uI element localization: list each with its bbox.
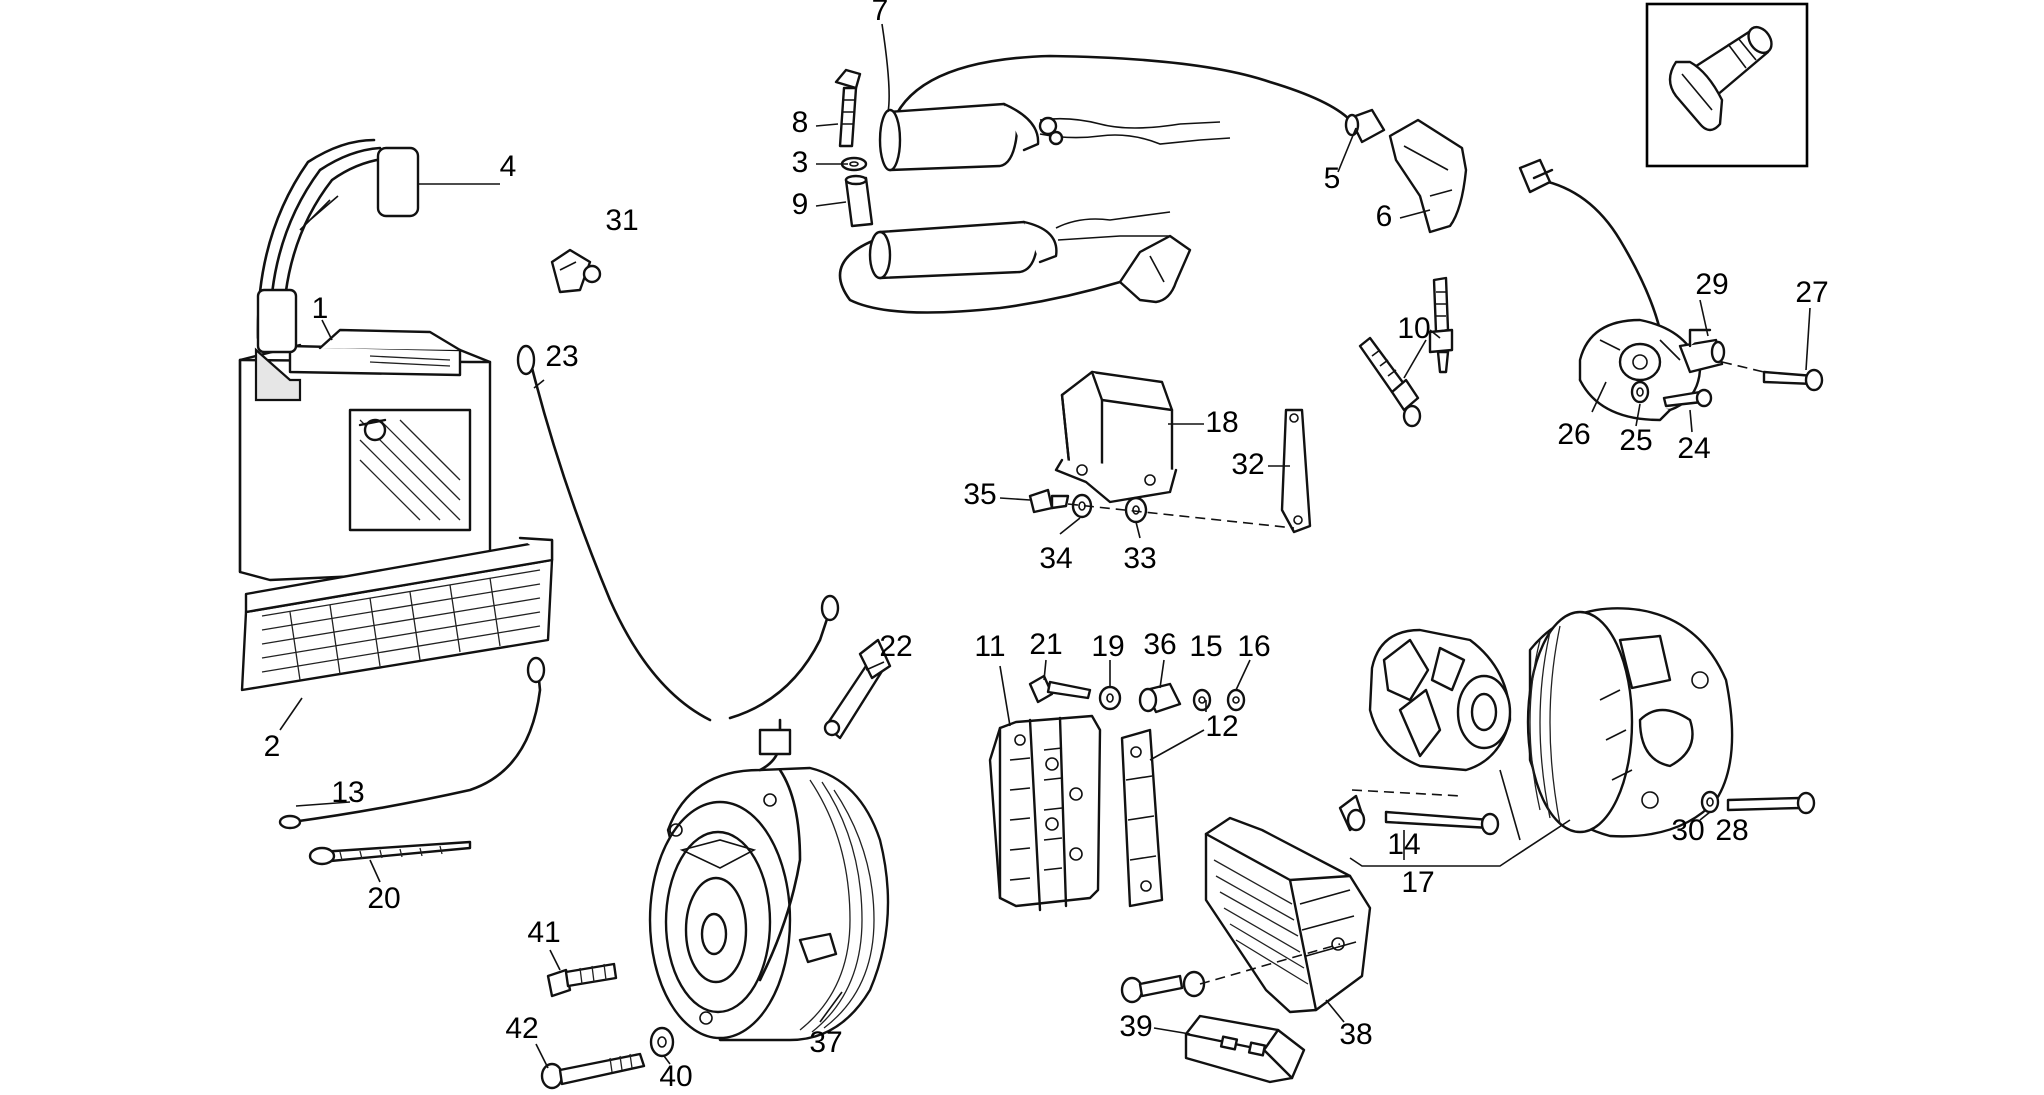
screw-41 bbox=[546, 962, 618, 998]
callout-38: 38 bbox=[1339, 1018, 1372, 1051]
callout-28: 28 bbox=[1715, 814, 1748, 847]
connector-39 bbox=[1184, 1014, 1306, 1084]
callout-17: 17 bbox=[1401, 866, 1434, 899]
screw-rectifier bbox=[1120, 970, 1206, 1004]
callout-42: 42 bbox=[505, 1012, 538, 1045]
screw-24 bbox=[1662, 388, 1713, 408]
voltage-regulator bbox=[988, 714, 1102, 912]
callout-26: 26 bbox=[1557, 418, 1590, 451]
callout-34: 34 bbox=[1039, 542, 1072, 575]
bolt-28 bbox=[1726, 791, 1816, 815]
callout-33: 33 bbox=[1123, 542, 1156, 575]
battery-cable-negative bbox=[278, 656, 546, 830]
callout-13: 13 bbox=[331, 776, 364, 809]
callout-40: 40 bbox=[659, 1060, 692, 1093]
callout-37: 37 bbox=[809, 1026, 842, 1059]
inset-spark-plug-cap bbox=[1645, 2, 1809, 168]
callout-35: 35 bbox=[963, 478, 996, 511]
washer-19 bbox=[1098, 685, 1122, 711]
callout-8: 8 bbox=[792, 106, 809, 139]
through-bolt-14 bbox=[1338, 794, 1500, 836]
callout-39: 39 bbox=[1119, 1010, 1152, 1043]
rectifier bbox=[1204, 816, 1372, 1014]
callout-24: 24 bbox=[1677, 432, 1710, 465]
callout-36: 36 bbox=[1143, 628, 1176, 661]
ignition-coil-lower bbox=[838, 211, 1192, 314]
leader-17b bbox=[1511, 819, 1571, 859]
spark-plug-cap-6 bbox=[1388, 118, 1468, 234]
callout-1: 1 bbox=[312, 292, 329, 325]
callout-29: 29 bbox=[1695, 268, 1728, 301]
callout-labels: 1 2 3 4 5 6 7 8 9 10 11 12 13 14 15 16 1… bbox=[264, 0, 1829, 1093]
starter-cable bbox=[516, 344, 840, 722]
callout-4: 4 bbox=[500, 150, 517, 183]
callout-30: 30 bbox=[1671, 814, 1704, 847]
washer-40 bbox=[649, 1026, 675, 1058]
spark-plug-right bbox=[1428, 276, 1454, 374]
callout-5: 5 bbox=[1324, 162, 1341, 195]
washer-3 bbox=[840, 156, 868, 172]
battery-strap bbox=[256, 138, 420, 354]
alternator-stator bbox=[1526, 607, 1734, 838]
assembly-line-33 bbox=[1067, 503, 1295, 529]
screw-8 bbox=[834, 68, 862, 148]
callout-23: 23 bbox=[545, 340, 578, 373]
pickup-plate-26 bbox=[1578, 318, 1702, 422]
starter-motor bbox=[648, 718, 890, 1042]
callout-3: 3 bbox=[792, 146, 809, 179]
callout-18: 18 bbox=[1205, 406, 1238, 439]
callout-10: 10 bbox=[1397, 312, 1430, 345]
callout-11: 11 bbox=[974, 630, 1005, 663]
nut-16 bbox=[1226, 688, 1246, 712]
screw-21 bbox=[1028, 674, 1092, 704]
callout-19: 19 bbox=[1091, 630, 1124, 663]
battery-tray bbox=[240, 536, 554, 692]
terminal-connector bbox=[823, 638, 892, 740]
leader-17a bbox=[1499, 769, 1521, 841]
callout-27: 27 bbox=[1795, 276, 1828, 309]
assembly-line-27 bbox=[1721, 361, 1765, 373]
assembly-line-38 bbox=[1199, 943, 1341, 985]
spacer-9 bbox=[844, 174, 874, 228]
callout-2: 2 bbox=[264, 730, 281, 763]
spacer-36 bbox=[1138, 682, 1182, 714]
battery bbox=[238, 328, 492, 582]
assembly-line-14 bbox=[1351, 789, 1463, 797]
callout-22: 22 bbox=[879, 630, 912, 663]
callout-7: 7 bbox=[872, 0, 889, 27]
callout-31: 31 bbox=[605, 204, 638, 237]
ignition-module bbox=[1054, 370, 1178, 504]
screw-35 bbox=[1028, 488, 1070, 514]
callout-14: 14 bbox=[1387, 828, 1420, 861]
ignition-coil-upper bbox=[878, 54, 1352, 172]
spark-plug-left bbox=[1358, 336, 1422, 428]
cable-terminal bbox=[550, 248, 602, 294]
washer-15 bbox=[1192, 688, 1212, 712]
callout-32: 32 bbox=[1231, 448, 1264, 481]
callout-12: 12 bbox=[1205, 710, 1238, 743]
washer-33 bbox=[1124, 496, 1148, 524]
alternator-rotor bbox=[1368, 628, 1512, 772]
pickup-sensor-wire bbox=[1518, 158, 1662, 332]
sensor-29 bbox=[1678, 328, 1726, 374]
callout-21: 21 bbox=[1029, 628, 1062, 661]
callout-9: 9 bbox=[792, 188, 809, 221]
bracket-32 bbox=[1280, 408, 1312, 534]
leader-lines bbox=[279, 23, 1811, 1069]
washer-30 bbox=[1700, 790, 1720, 814]
callout-15: 15 bbox=[1189, 630, 1222, 663]
cable-tie bbox=[308, 840, 472, 866]
callout-6: 6 bbox=[1376, 200, 1393, 233]
insulating-plate-12 bbox=[1120, 728, 1164, 908]
callout-25: 25 bbox=[1619, 424, 1652, 457]
screw-27 bbox=[1762, 368, 1824, 392]
screw-42 bbox=[540, 1052, 646, 1090]
group-bracket-17 bbox=[1349, 857, 1513, 867]
callout-20: 20 bbox=[367, 882, 400, 915]
callout-16: 16 bbox=[1237, 630, 1270, 663]
callout-41: 41 bbox=[527, 916, 560, 949]
washer-25 bbox=[1630, 380, 1650, 404]
